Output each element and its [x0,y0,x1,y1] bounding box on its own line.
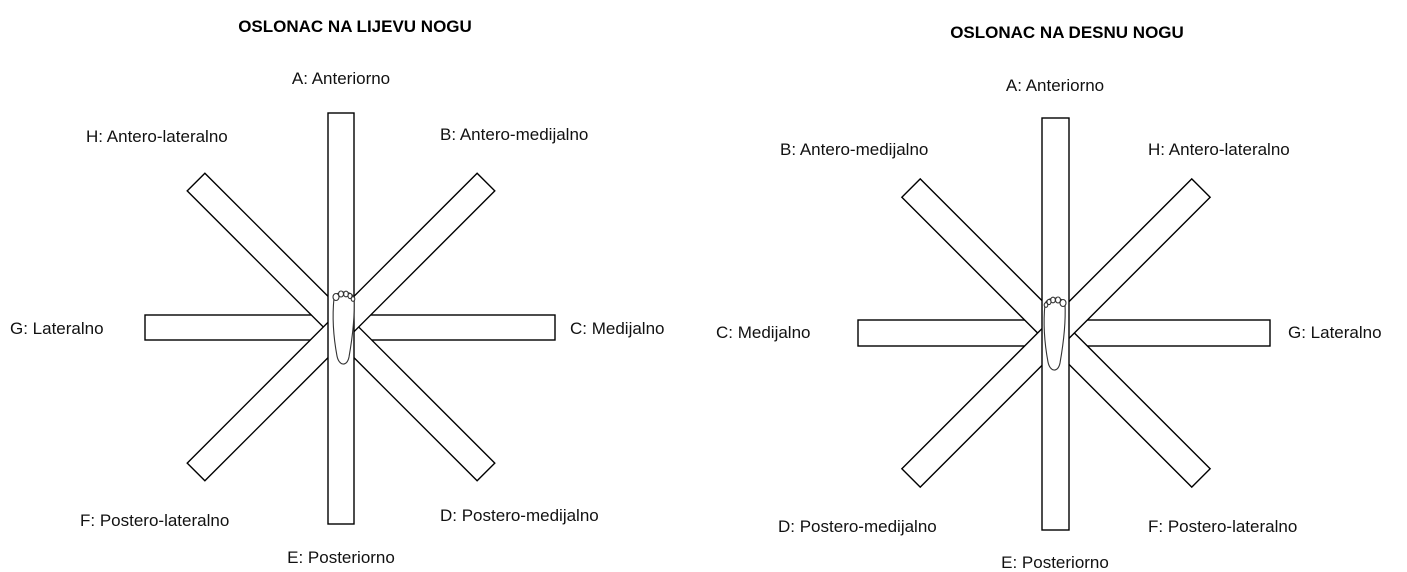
label-a-left: A: Anteriorno [292,69,390,88]
label-c-left: C: Medijalno [570,319,665,338]
label-e-right: E: Posteriorno [1001,553,1109,572]
label-f-right: F: Postero-lateralno [1148,517,1297,536]
diagram-left: OSLONAC NA LIJEVU NOGU A: Anteriorno B: … [10,17,665,567]
foot-icon [1043,296,1067,371]
label-c-right: C: Medijalno [716,323,811,342]
diagram-right: OSLONAC NA DESNU NOGU A: Anteriorno B: A… [716,23,1382,572]
label-f-left: F: Postero-lateralno [80,511,229,530]
foot-icon [332,290,356,365]
label-g-left: G: Lateralno [10,319,104,338]
label-a-right: A: Anteriorno [1006,76,1104,95]
label-e-left: E: Posteriorno [287,548,395,567]
diagram-right-title: OSLONAC NA DESNU NOGU [950,23,1184,42]
label-d-right: D: Postero-medijalno [778,517,937,536]
label-h-left: H: Antero-lateralno [86,127,228,146]
label-b-right: B: Antero-medijalno [780,140,928,159]
label-h-right: H: Antero-lateralno [1148,140,1290,159]
diagram-left-title: OSLONAC NA LIJEVU NOGU [238,17,472,36]
label-b-left: B: Antero-medijalno [440,125,588,144]
label-g-right: G: Lateralno [1288,323,1382,342]
label-d-left: D: Postero-medijalno [440,506,599,525]
